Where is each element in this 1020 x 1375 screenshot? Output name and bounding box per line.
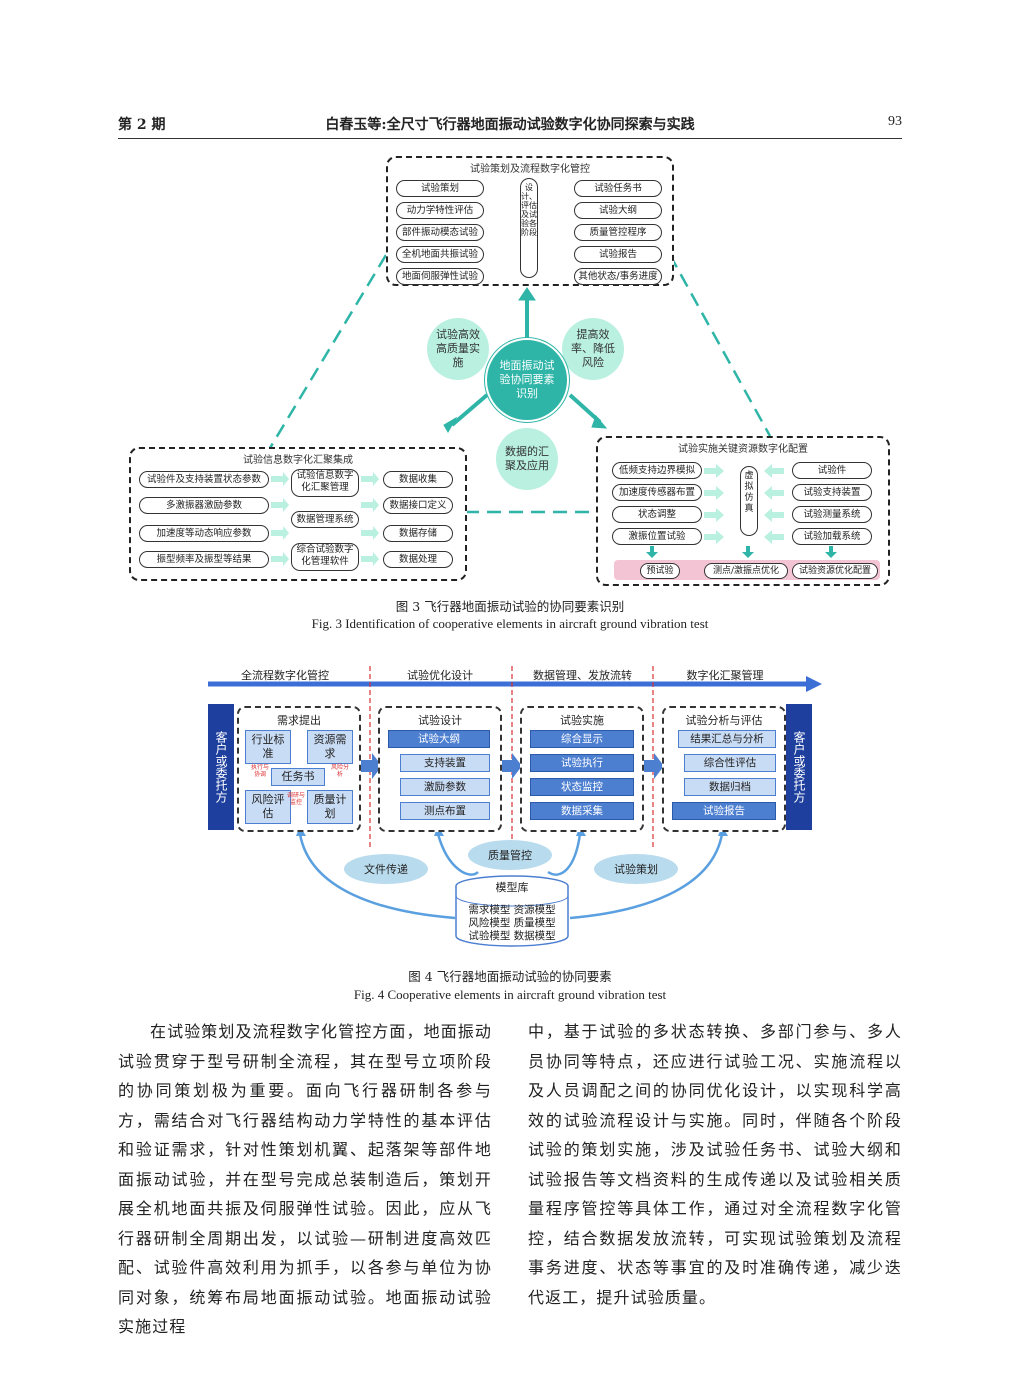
phase-label: 全流程数字化管控	[241, 669, 329, 682]
data-item: 数据收集	[383, 471, 453, 488]
design-item: 试验大纲	[388, 730, 490, 748]
document-item: 试验任务书	[574, 180, 662, 197]
stage-requirements: 需求提出 行业标准 资源需求 任务书 风险评估 质量计划 执行与协调 风险分析 …	[237, 706, 361, 832]
req-box: 行业标准	[245, 730, 291, 764]
data-item: 数据处理	[383, 551, 453, 568]
box-resource-config: 试验实施关键资源数字化配置 低频支持边界模拟 加速度传感器布置 状态调整 激振位…	[596, 436, 890, 586]
box-title: 试验策划及流程数字化管控	[470, 164, 590, 175]
goal-circle-data: 数据的汇聚及应用	[496, 428, 558, 490]
sim-item: 激振位置试验	[612, 528, 702, 545]
box-info-integration: 试验信息数字化汇聚集成 试验件及支持装置状态参数 多激振器激励参数 加速度等动态…	[129, 447, 467, 581]
db-row: 试验模型 数据模型	[468, 930, 556, 942]
req-box: 资源需求	[307, 730, 353, 764]
fig4-graphics	[208, 666, 822, 947]
impl-item: 综合显示	[530, 730, 634, 748]
header-rule	[118, 138, 902, 139]
param-item: 多激振器激励参数	[139, 497, 269, 514]
fig3-caption-en: Fig. 3 Identification of cooperative ele…	[311, 616, 709, 631]
relation-label: 风险分析	[330, 764, 349, 778]
mgmt-item: 数据管理系统	[291, 511, 359, 528]
analysis-item: 综合性评估	[684, 754, 776, 772]
running-title: 白春玉等:全尺寸飞行器地面振动试验数字化协同探索与实践	[325, 117, 695, 133]
phase-label: 数字化汇聚管理	[686, 669, 764, 682]
sim-item: 状态调整	[612, 506, 702, 523]
stage-title: 需求提出	[277, 714, 321, 727]
db-title: 模型库	[495, 881, 529, 894]
impl-item: 数据采集	[530, 802, 634, 820]
fig4-caption-en: Fig. 4 Cooperative elements in aircraft …	[353, 987, 667, 1002]
client-left: 客户或委托方	[208, 704, 234, 830]
planning-item: 部件振动模态试验	[396, 224, 484, 241]
planning-item: 动力学特性评估	[396, 202, 484, 219]
stage-label: 设计、评估及试验各阶段	[520, 178, 538, 278]
resource-item: 试验支持装置	[792, 484, 872, 501]
document-item: 其他状态/事务进度	[574, 268, 662, 285]
box-title: 试验实施关键资源数字化配置	[678, 444, 808, 455]
impl-item: 试验执行	[530, 754, 634, 772]
box-test-planning: 试验策划及流程数字化管控 试验策划 动力学特性评估 部件振动模态试验 全机地面共…	[386, 156, 674, 286]
db-row: 需求模型 资源模型	[468, 904, 556, 916]
data-item: 数据接口定义	[383, 497, 453, 514]
stage-analysis: 试验分析与评估 结果汇总与分析 综合性评估 数据归档 试验报告	[662, 706, 786, 832]
phase-label: 试验优化设计	[407, 669, 473, 682]
fig4-caption-cn: 图 4 飞行器地面振动试验的协同要素	[408, 969, 612, 984]
opt-item: 试验资源优化配置	[792, 563, 878, 579]
design-item: 激励参数	[400, 778, 490, 796]
oval-quality: 质量管控	[468, 840, 552, 870]
resource-item: 试验件	[792, 462, 872, 479]
impl-item: 状态监控	[530, 778, 634, 796]
body-column-left: 在试验策划及流程数字化管控方面，地面振动试验贯穿于型号研制全流程，其在型号立项阶…	[118, 1022, 493, 1336]
relation-label: 执行与协调	[250, 764, 269, 778]
opt-item: 测点/激振点优化	[704, 563, 788, 579]
data-item: 数据存储	[383, 525, 453, 542]
stage-implementation: 试验实施 综合显示 试验执行 状态监控 数据采集	[520, 706, 644, 832]
task-book: 任务书	[271, 768, 325, 786]
relation-label: 调研与监控	[287, 792, 306, 806]
analysis-item: 结果汇总与分析	[678, 730, 776, 748]
issue-number: 第 2 期	[118, 117, 166, 133]
body-column-right: 中，基于试验的多状态转换、多部门参与、多人员协同等特点，还应进行试验工况、实施流…	[528, 1022, 902, 1307]
req-box: 风险评估	[245, 790, 291, 824]
page-number: 93	[888, 114, 902, 129]
virtual-sim-label: 虚拟仿真	[740, 466, 758, 536]
planning-item: 试验策划	[396, 180, 484, 197]
right-box-arrows	[646, 464, 837, 558]
stage-title: 试验设计	[418, 714, 462, 727]
resource-item: 试验测量系统	[792, 506, 872, 523]
param-item: 振型频率及振型等结果	[139, 551, 269, 568]
stage-title: 试验分析与评估	[685, 714, 763, 727]
planning-item: 全机地面共振试验	[396, 246, 484, 263]
document-item: 试验大纲	[574, 202, 662, 219]
document-item: 试验报告	[574, 246, 662, 263]
sim-item: 低频支持边界模拟	[612, 462, 702, 479]
req-box: 质量计划	[307, 790, 353, 824]
oval-file-transfer: 文件传递	[344, 854, 428, 884]
design-item: 测点布置	[400, 802, 490, 820]
mgmt-item: 试验信息数字化汇聚管理	[291, 469, 359, 497]
analysis-item: 试验报告	[672, 802, 776, 820]
phase-label: 数据管理、发放流转	[533, 669, 632, 682]
box-title: 试验信息数字化汇聚集成	[243, 455, 353, 466]
analysis-item: 数据归档	[684, 778, 776, 796]
design-item: 支持装置	[400, 754, 490, 772]
opt-item: 预试验	[640, 563, 680, 579]
running-header: 第 2 期 白春玉等:全尺寸飞行器地面振动试验数字化协同探索与实践 93	[118, 114, 902, 136]
fig3-caption-cn: 图 3 飞行器地面振动试验的协同要素识别	[395, 599, 625, 614]
goal-circle-quality: 试验高效高质量实施	[427, 318, 489, 380]
param-item: 试验件及支持装置状态参数	[139, 471, 269, 488]
center-circle: 地面振动试验协同要素识别	[485, 338, 569, 422]
client-right: 客户或委托方	[786, 704, 812, 830]
left-box-arrows	[271, 472, 379, 566]
stage-design: 试验设计 试验大纲 支持装置 激励参数 测点布置	[378, 706, 502, 832]
db-row: 风险模型 质量模型	[468, 917, 556, 929]
param-item: 加速度等动态响应参数	[139, 525, 269, 542]
oval-planning: 试验策划	[594, 854, 678, 884]
sim-item: 加速度传感器布置	[612, 484, 702, 501]
stage-title: 试验实施	[560, 714, 604, 727]
planning-item: 地面伺服弹性试验	[396, 268, 484, 285]
resource-item: 试验加载系统	[792, 528, 872, 545]
goal-circle-efficiency: 提高效率、降低风险	[562, 318, 624, 380]
mgmt-item: 综合试验数字化管理软件	[291, 543, 359, 571]
document-item: 质量管控程序	[574, 224, 662, 241]
